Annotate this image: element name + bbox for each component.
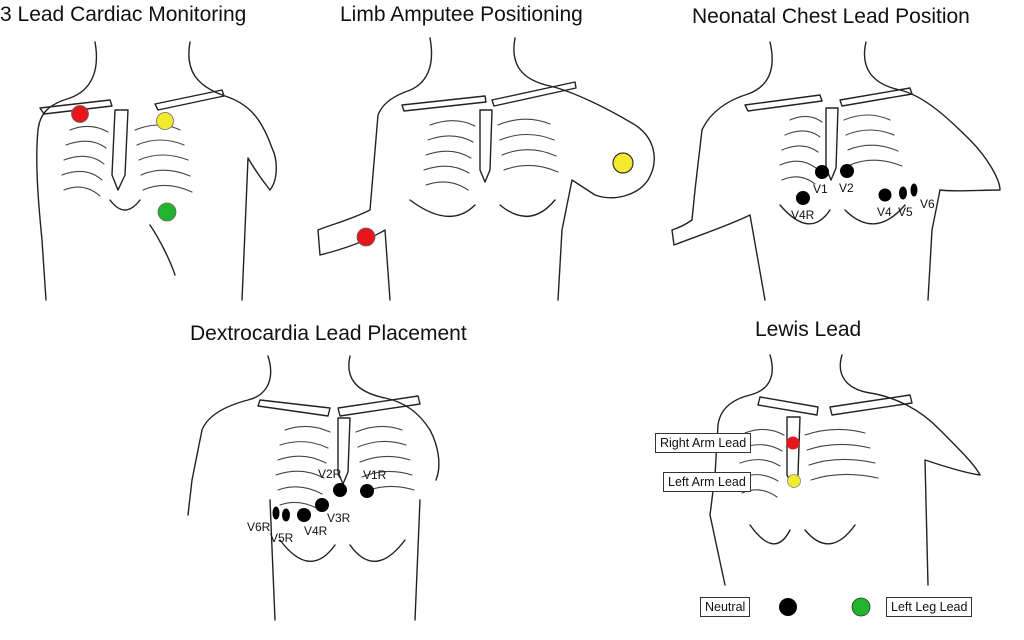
label-v5: V5	[898, 205, 913, 219]
electrode-v4r	[796, 191, 810, 205]
torso-lewis	[709, 354, 981, 617]
torso-3-lead	[36, 41, 277, 301]
label-v5r: V5R	[270, 531, 294, 545]
title-3-lead: 3 Lead Cardiac Monitoring	[0, 3, 247, 26]
label-neutral: Neutral	[700, 597, 751, 617]
label-v6r: V6R	[247, 520, 271, 534]
label-left-leg-lead: Left Leg Lead	[886, 597, 973, 617]
electrode-v6r	[272, 506, 280, 520]
electrode-red	[71, 105, 89, 123]
title-lewis: Lewis Lead	[755, 318, 862, 341]
label-v4: V4	[877, 205, 892, 219]
electrode-left-leg	[851, 597, 871, 617]
electrode-yellow	[156, 112, 174, 130]
torso-limb-amputee	[317, 37, 655, 301]
title-neonatal: Neonatal Chest Lead Position	[692, 5, 970, 28]
electrode-v2	[840, 164, 854, 178]
title-limb-amputee: Limb Amputee Positioning	[340, 3, 583, 26]
label-v3r: V3R	[327, 511, 351, 525]
electrode-v1	[815, 165, 829, 179]
label-v2r: V2R	[318, 467, 342, 481]
electrode-v4	[878, 188, 892, 202]
electrode-v2r	[333, 483, 347, 497]
label-v1r: V1R	[363, 468, 387, 482]
torso-dextrocardia: V1R V2R V3R V4R V5R V6R	[187, 355, 440, 621]
electrode-v1r	[360, 484, 374, 498]
electrode-v5	[899, 186, 907, 200]
label-v4r: V4R	[304, 524, 328, 538]
label-right-arm-lead: Right Arm Lead	[655, 433, 752, 453]
label-v6: V6	[920, 197, 935, 211]
electrode-v5r	[282, 508, 290, 522]
electrode-neutral	[779, 598, 797, 616]
title-dextrocardia: Dextrocardia Lead Placement	[190, 322, 467, 345]
electrode-red	[356, 227, 376, 247]
label-v2: V2	[839, 181, 854, 195]
label-v4r: V4R	[791, 208, 815, 222]
torso-neonatal: V1 V2 V4R V4 V5 V6	[671, 41, 1001, 301]
label-v1: V1	[813, 182, 828, 196]
electrode-v6	[910, 183, 918, 197]
label-left-arm-lead: Left Arm Lead	[663, 472, 751, 492]
electrode-v4r	[297, 508, 311, 522]
electrode-v3r	[315, 498, 329, 512]
electrode-yellow	[612, 152, 634, 174]
electrode-right-arm	[786, 436, 800, 450]
electrode-left-arm	[787, 474, 801, 488]
electrode-green	[157, 202, 177, 222]
